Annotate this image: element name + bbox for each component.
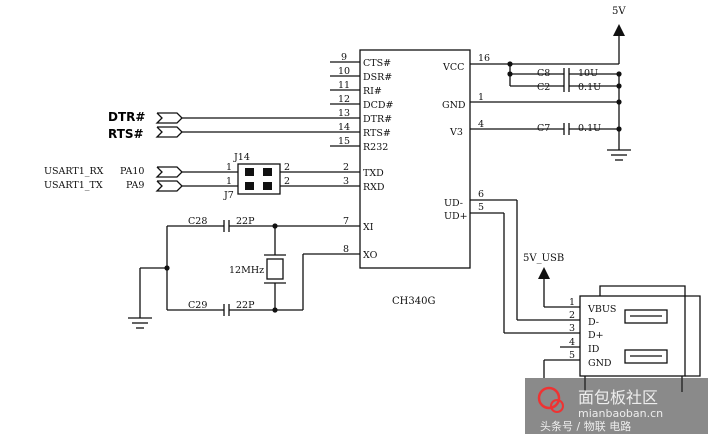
pin-name: XI: [363, 222, 374, 233]
watermark-title: 面包板社区: [578, 388, 658, 407]
jumper-j14-pin2: 2: [284, 162, 290, 173]
pin-name: UD-: [444, 198, 463, 209]
cap-c28-label: C28: [188, 216, 207, 227]
pin-name: CTS#: [363, 58, 391, 69]
chip-left-pin-names: CTS# DSR# RI# DCD# DTR# RTS# R232 TXD RX…: [363, 58, 394, 261]
pin-name: RI#: [363, 86, 382, 97]
pin-name: XO: [363, 250, 378, 261]
pin-name: VCC: [442, 62, 464, 73]
cap-c2-label: C2: [537, 82, 550, 93]
pin-number: 1: [569, 297, 575, 308]
pin-number: 11: [338, 80, 350, 91]
pin-number: 1: [478, 92, 484, 103]
net-port-tx-icon: [155, 180, 183, 192]
pin-name: R232: [363, 142, 388, 153]
cap-c7-label: C7: [537, 123, 550, 134]
cap-c29-value: 22P: [236, 300, 255, 311]
chip-right-pin-names: VCC GND V3 UD- UD+: [442, 62, 468, 222]
watermark-sub: mianbaoban.cn: [578, 407, 663, 420]
cap-c8-label: C8: [537, 68, 550, 79]
pin-name: TXD: [363, 168, 384, 179]
usb-vbus-label: 5V_USB: [523, 253, 564, 264]
usb-pin-names: VBUS D- D+ ID GND: [587, 304, 616, 369]
ground-icon: [607, 149, 631, 161]
pin-name: DTR#: [363, 114, 392, 125]
watermark-author: 头条号 / 物联 电路: [540, 419, 631, 433]
net-tx-pin: PA9: [126, 180, 144, 191]
jumper-j7-pin2: 2: [284, 176, 290, 187]
chip-left-pin-numbers: 9 10 11 12 13 14 15 2 3 7 8: [338, 52, 350, 255]
net-rx-pin: PA10: [120, 166, 144, 177]
jumper-j14-pin1: 1: [226, 162, 232, 173]
pin-name: DSR#: [363, 72, 392, 83]
usb-connector: [579, 285, 701, 392]
crystal-icon: [266, 258, 284, 280]
pin-number: 7: [343, 216, 349, 227]
pin-name: DCD#: [363, 100, 394, 111]
ground-icon: [128, 317, 152, 329]
net-port-dtr-icon: [155, 112, 183, 124]
pin-number: 2: [343, 162, 349, 173]
jumper-j7-label: J7: [223, 190, 234, 201]
pin-name: ID: [588, 344, 600, 355]
cap-c29-label: C29: [188, 300, 207, 311]
cap-c7-value: 0.1U: [578, 123, 601, 134]
usb-vbus-arrow-icon: [538, 267, 550, 279]
pin-number: 10: [338, 66, 350, 77]
pin-number: 15: [338, 136, 350, 147]
pin-number: 9: [341, 52, 347, 63]
pin-name: RXD: [363, 182, 385, 193]
pin-number: 16: [478, 53, 490, 64]
chip-name: CH340G: [392, 296, 435, 307]
pin-number: 4: [478, 119, 484, 130]
chip-right-pin-numbers: 16 1 4 6 5: [478, 53, 490, 213]
watermark: 面包板社区 mianbaoban.cn 头条号 / 物联 电路: [525, 378, 708, 434]
jumper-block: [237, 163, 281, 195]
pin-name: GND: [588, 358, 612, 369]
cap-c28-value: 22P: [236, 216, 255, 227]
pin-name: V3: [449, 127, 463, 138]
pin-number: 2: [569, 310, 575, 321]
jumper-j14-label: J14: [233, 152, 250, 163]
net-dtr-label: DTR#: [108, 110, 145, 124]
net-rts-label: RTS#: [108, 127, 144, 141]
net-tx-name: USART1_TX: [44, 180, 103, 191]
usb-pin-numbers: 1 2 3 4 5: [569, 297, 575, 361]
chip-left-pins: [330, 61, 360, 255]
pin-number: 12: [338, 94, 350, 105]
jumper-j7-pin1: 1: [226, 176, 232, 187]
pin-name: RTS#: [363, 128, 391, 139]
pin-name: VBUS: [587, 304, 616, 315]
cap-c8-value: 10U: [578, 68, 598, 79]
pin-number: 5: [478, 202, 484, 213]
vcc-label: 5V: [612, 6, 626, 17]
pin-name: UD+: [444, 211, 468, 222]
pin-number: 8: [343, 244, 349, 255]
net-port-rx-icon: [155, 166, 183, 178]
vcc-arrow-icon: [613, 24, 625, 36]
pin-number: 13: [338, 108, 350, 119]
pin-name: D-: [588, 317, 599, 328]
cap-c2-value: 0.1U: [578, 82, 601, 93]
pin-number: 5: [569, 350, 575, 361]
pin-number: 3: [569, 323, 575, 334]
pin-name: D+: [588, 330, 604, 341]
watermark-logo-icon: [537, 386, 564, 413]
pin-name: GND: [442, 100, 466, 111]
pin-number: 3: [343, 176, 349, 187]
net-port-rts-icon: [155, 126, 183, 138]
pin-number: 4: [569, 337, 575, 348]
net-rx-name: USART1_RX: [44, 166, 104, 177]
pin-number: 14: [338, 122, 350, 133]
pin-number: 6: [478, 189, 484, 200]
crystal-label: 12MHz: [229, 265, 264, 276]
ch340g-body: [359, 49, 471, 269]
